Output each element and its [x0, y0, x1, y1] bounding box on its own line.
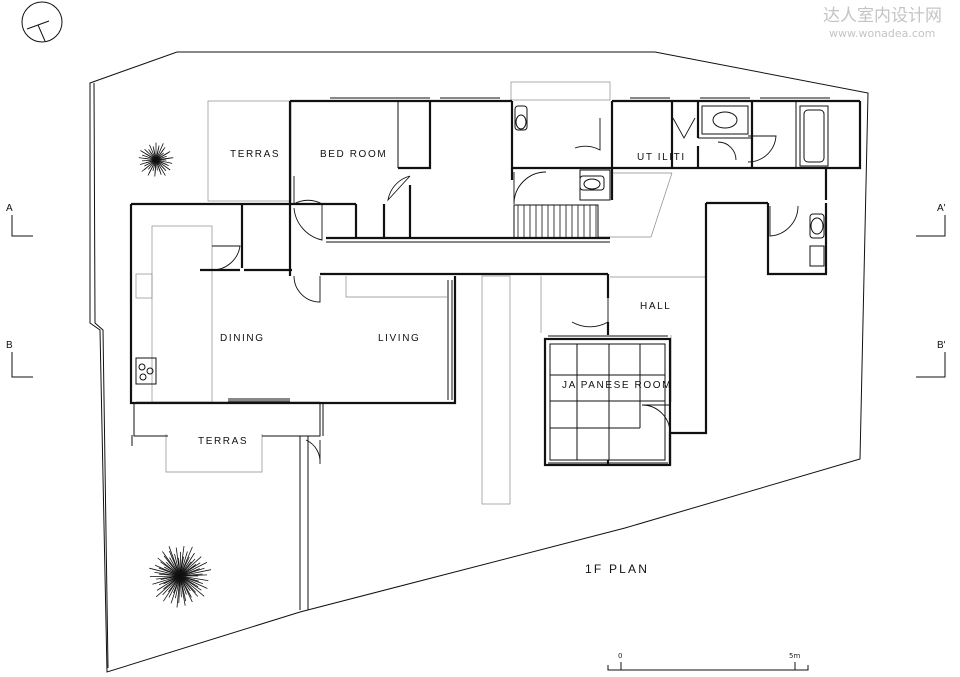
japanese-room-outline: [543, 337, 672, 467]
room-label-hall: HALL: [640, 301, 671, 312]
svg-text:0: 0: [618, 652, 622, 660]
svg-text:5m: 5m: [789, 652, 800, 660]
watermark-title: 达人室内设计网: [823, 6, 942, 26]
stove-icon: [135, 357, 157, 385]
section-marker-a-right: A': [916, 203, 946, 237]
tree-icon: [149, 546, 212, 608]
svg-text:B: B: [6, 340, 13, 351]
room-label-terras-top: TERRAS: [230, 149, 280, 160]
room-label-living: LIVING: [378, 333, 420, 344]
watermark-url: www.wonadea.com: [829, 27, 935, 40]
north-arrow-icon: [21, 1, 63, 43]
svg-text:A': A': [937, 203, 946, 214]
room-label-utiliti: UT ILITI: [637, 152, 686, 163]
bathtub-icon: [799, 105, 829, 167]
scale-bar: 0 5m: [607, 652, 809, 671]
site-boundary: [89, 51, 869, 673]
room-label-terras-bottom: TERRAS: [198, 436, 248, 447]
stair: [517, 205, 597, 238]
svg-text:B': B': [937, 340, 946, 351]
tree-icon: [138, 142, 174, 177]
walls: [129, 99, 862, 610]
windows: [228, 97, 830, 464]
section-marker-a-left: A: [6, 203, 33, 237]
section-marker-b-left: B: [6, 340, 33, 378]
door-swings: [211, 117, 799, 465]
room-label-japanese-room: JA PANESE ROOM: [562, 380, 672, 391]
room-label-dining: DINING: [220, 333, 265, 344]
washbasin-icon: [701, 105, 749, 135]
toilet-icon: [809, 213, 825, 267]
svg-text:A: A: [6, 203, 13, 214]
toilet-icon: [579, 175, 605, 191]
room-label-bed-room: BED ROOM: [320, 149, 387, 160]
section-marker-b-right: B': [916, 340, 946, 378]
toilet-icon: [514, 105, 528, 131]
plan-title: 1F PLAN: [585, 562, 649, 576]
